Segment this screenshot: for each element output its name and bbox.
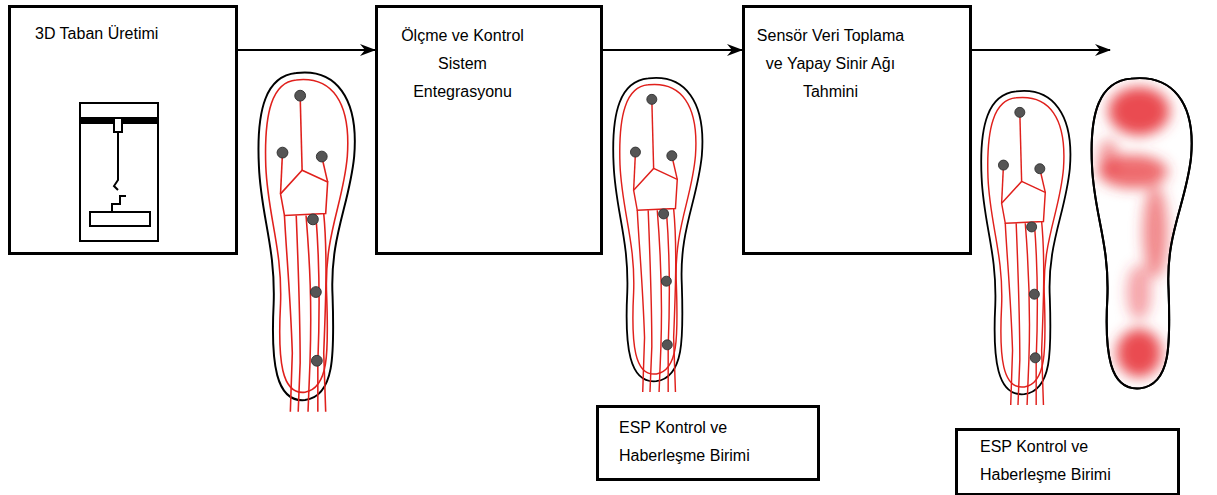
insole-outline (1092, 78, 1192, 388)
flow-arrow (603, 49, 742, 51)
process-box: 3D Taban Üretimi (8, 5, 238, 255)
insole-outline (1092, 78, 1192, 388)
printer-bed (90, 212, 150, 226)
printed-part (112, 196, 126, 212)
output-arrow (972, 49, 1110, 51)
step-label: 3D Taban Üretimi (35, 20, 235, 48)
printer-head (114, 118, 122, 132)
step-label: Sensör Veri Toplama ve Yapay Sinir Ağı T… (753, 22, 908, 106)
unit-label: ESP Kontrol ve Haberleşme Birimi (619, 414, 769, 470)
printer-frame (80, 103, 158, 241)
printer-icon (80, 103, 158, 241)
flow-arrow (238, 49, 375, 51)
printer-nozzle (114, 132, 118, 190)
printed-insole (258, 73, 354, 412)
step-label: Ölçme ve Kontrol Sistem Entegrasyonu (390, 22, 535, 106)
sensor-insole (613, 78, 702, 392)
process-box: Ölçme ve Kontrol Sistem Entegrasyonu (375, 5, 603, 255)
control-unit-box: ESP Kontrol ve Haberleşme Birimi (596, 405, 820, 481)
heat-blobs (1098, 87, 1169, 377)
process-box: Sensör Veri Toplama ve Yapay Sinir Ağı T… (742, 5, 972, 255)
pressure-heatmap (1092, 78, 1192, 388)
control-unit-box: ESP Kontrol ve Haberleşme Birimi (955, 428, 1180, 495)
unit-label: ESP Kontrol ve Haberleşme Birimi (980, 433, 1130, 489)
sensor-insole (981, 91, 1070, 405)
